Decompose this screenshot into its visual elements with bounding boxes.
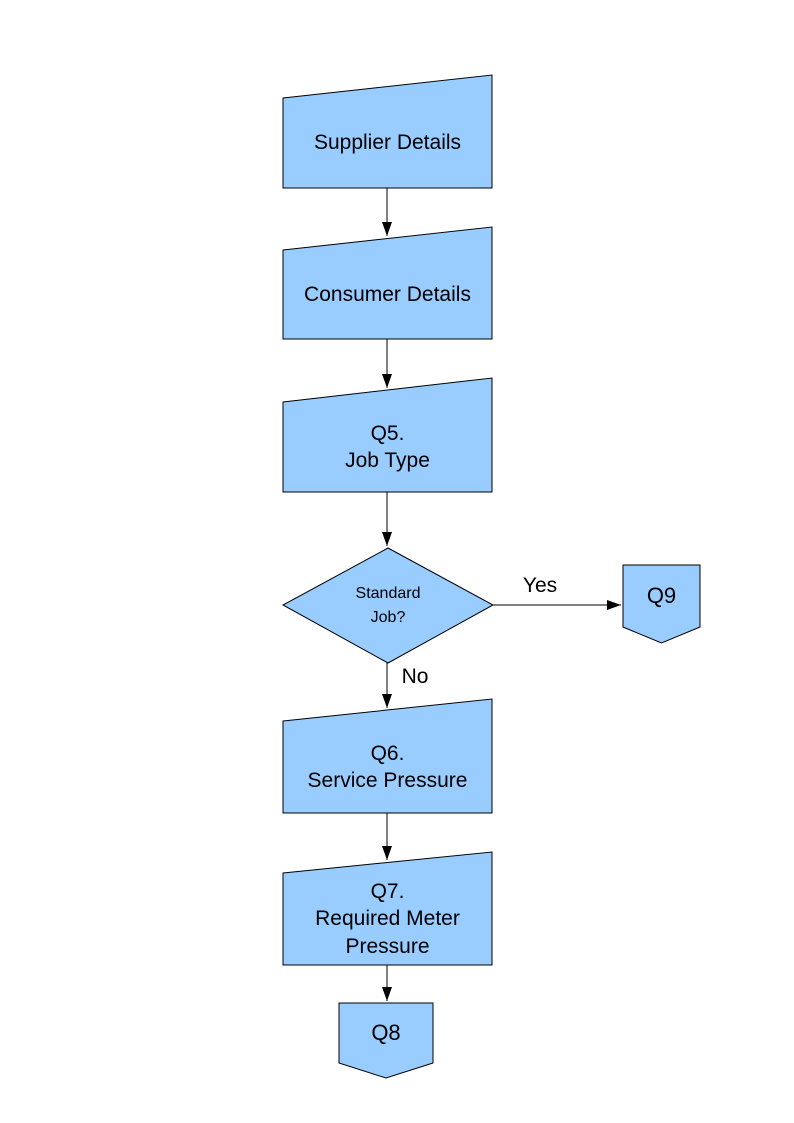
yes-edge-label: Yes [522, 574, 558, 598]
supplier-details-node [282, 74, 493, 189]
standard-job-decision-node [281, 547, 495, 664]
q9-offpage-connector-node [622, 564, 701, 644]
no-edge-label: No [401, 664, 429, 688]
q6-service-pressure-node [282, 698, 493, 814]
q8-offpage-connector-node [338, 1002, 434, 1079]
consumer-details-node [282, 226, 493, 340]
q7-required-meter-pressure-node [282, 851, 493, 966]
q5-job-type-node [282, 377, 493, 493]
